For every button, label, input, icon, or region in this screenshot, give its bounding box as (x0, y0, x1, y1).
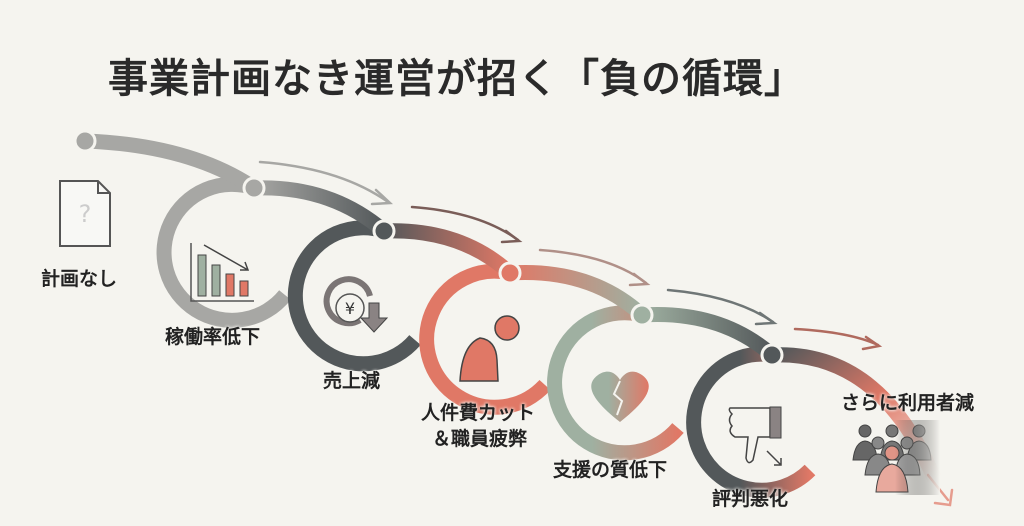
yen-down-icon: ¥ (323, 276, 389, 333)
people-group-icon (850, 420, 940, 495)
declining-bar-chart-icon (190, 243, 254, 302)
arrow-right-icon (538, 248, 651, 287)
arc-5 (641, 307, 777, 361)
arrow-right-icon (410, 205, 523, 244)
thumbs-down-icon (728, 406, 782, 466)
question-document-icon: ? (59, 180, 111, 247)
loop-ring-5 (686, 346, 816, 498)
node-3 (372, 219, 396, 243)
arrow-right-icon (666, 288, 778, 326)
tired-person-icon (459, 315, 520, 382)
step-label-sales-decline: 売上減 (323, 370, 381, 392)
arc-4 (509, 265, 648, 321)
loop-ring-2 (287, 220, 421, 372)
page-title: 事業計画なき運営が招く「負の循環」 (108, 56, 805, 102)
node-2 (242, 176, 266, 200)
step-label-occupancy-decline: 稼働率低下 (165, 326, 261, 348)
step-label-further-user-decline: さらに利用者減 (841, 392, 975, 414)
step-label-staff-fatigue: ＆職員疲弊 (432, 428, 528, 450)
step-label-support-quality-decline: 支援の質低下 (553, 459, 668, 481)
broken-heart-icon (591, 371, 649, 422)
loop-ring-1 (156, 176, 291, 328)
arc-3 (383, 223, 516, 279)
svg-text:¥: ¥ (345, 299, 355, 318)
step-label-labor-cut: 人件費カット (421, 402, 536, 424)
node-4 (498, 261, 522, 285)
svg-text:?: ? (79, 200, 92, 228)
node-5 (630, 303, 654, 327)
step-label-reputation-decline: 評判悪化 (712, 488, 789, 510)
arrow-right-icon (793, 327, 883, 351)
arc-1 (84, 133, 259, 195)
loop-ring-3 (419, 263, 551, 415)
arrow-right-icon (258, 160, 394, 206)
node-6 (760, 343, 784, 367)
node-1 (73, 129, 97, 153)
loop-ring-4 (547, 305, 684, 461)
arc-2 (253, 180, 389, 237)
step-label-no-plan: 計画なし (41, 268, 118, 290)
